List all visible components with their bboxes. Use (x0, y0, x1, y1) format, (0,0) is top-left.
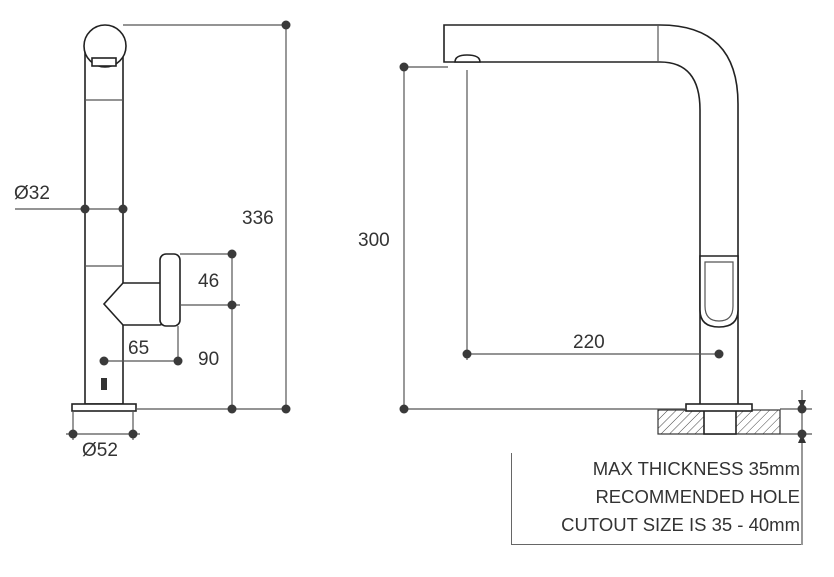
dim-spout-reach: 220 (573, 332, 605, 353)
note-recommended-hole: RECOMMENDED HOLE (595, 486, 800, 507)
front-view: 300 220 (358, 24, 812, 545)
spout-top-circle (83, 24, 127, 68)
base-plate-front (685, 403, 753, 412)
lever-front (699, 255, 739, 328)
mount-shank (703, 409, 737, 435)
note-cutout-size: CUTOUT SIZE IS 35 - 40mm (561, 514, 800, 535)
dim-base-diameter: Ø52 (82, 440, 118, 461)
lever-handle (159, 253, 181, 327)
hose-detail (101, 378, 107, 390)
note-leader-box (511, 453, 801, 545)
aerator-front (454, 54, 481, 63)
dim-lever-base: 90 (198, 349, 219, 370)
dim-diameter-spout: Ø32 (14, 183, 50, 204)
aerator-side (91, 57, 117, 67)
dim-spout-height: 300 (358, 230, 390, 251)
dim-lever-height: 46 (198, 271, 219, 292)
note-max-thickness: MAX THICKNESS 35mm (592, 458, 800, 479)
base-plate-side (71, 403, 137, 412)
dim-lever-reach: 65 (128, 338, 149, 359)
side-view: Ø32 336 46 90 65 Ø52 (14, 20, 291, 461)
dim-height-total: 336 (242, 208, 274, 229)
spout-body-side (84, 43, 124, 405)
